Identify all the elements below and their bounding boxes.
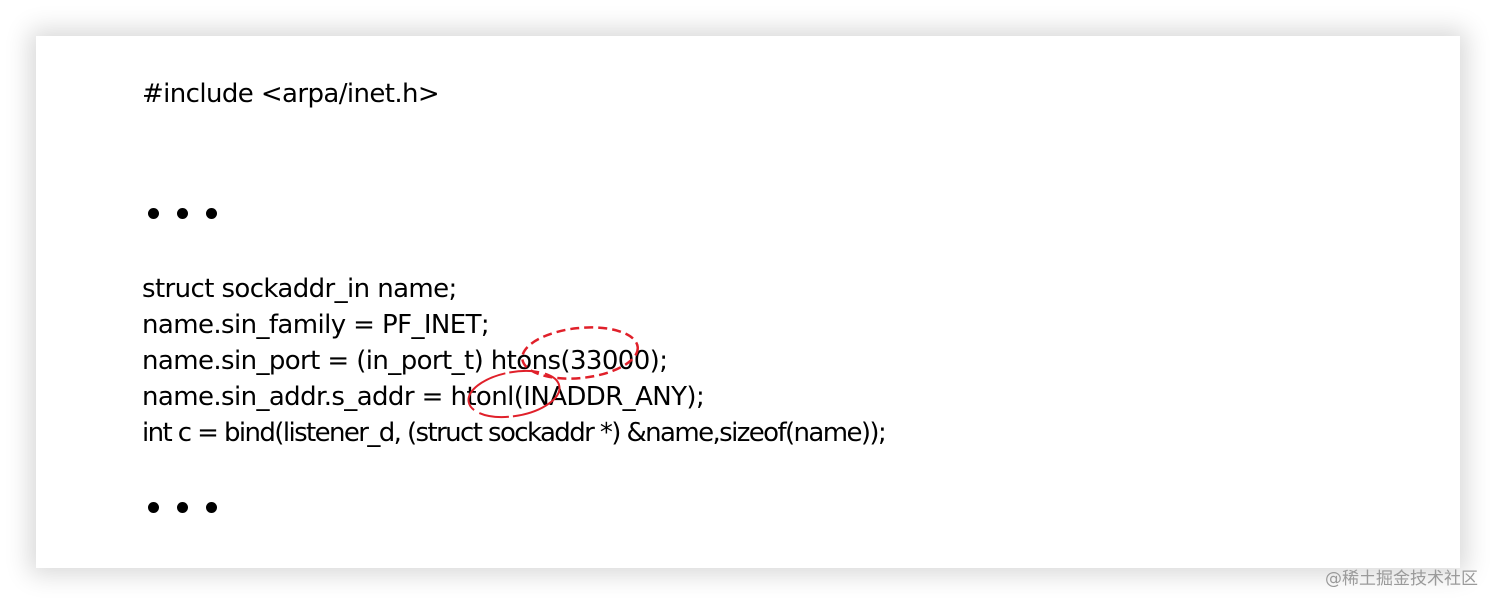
code-line-addr: name.sin_addr.s_addr = htonl(INADDR_ANY)…: [142, 382, 705, 412]
dot: [148, 502, 159, 513]
ellipsis-bottom: [148, 502, 217, 513]
dot: [206, 208, 217, 219]
code-slide: [36, 36, 1460, 568]
ellipsis-top: [148, 208, 217, 219]
dot: [148, 208, 159, 219]
code-line-port: name.sin_port = (in_port_t) htons(33000)…: [142, 346, 668, 376]
watermark: @稀土掘金技术社区: [1325, 569, 1478, 589]
code-line-struct: struct sockaddr_in name;: [142, 274, 457, 304]
code-line-bind: int c = bind(listener_d, (struct sockadd…: [142, 418, 887, 448]
dot: [177, 502, 188, 513]
include-line: #include <arpa/inet.h>: [142, 79, 440, 109]
code-line-family: name.sin_family = PF_INET;: [142, 310, 490, 340]
dot: [206, 502, 217, 513]
dot: [177, 208, 188, 219]
